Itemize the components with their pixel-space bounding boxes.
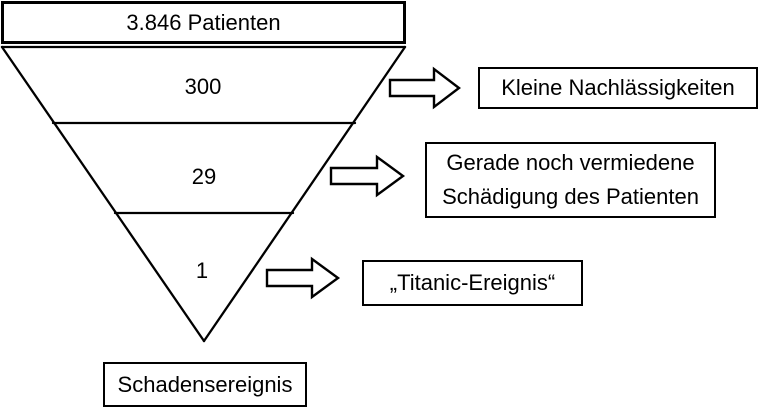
callout-vermiedene-schaedigung: Gerade noch vermiedene Schädigung des Pa… — [425, 142, 716, 218]
top-count-box: 3.846 Patienten — [1, 1, 406, 44]
inverted-pyramid-outline — [0, 45, 407, 343]
arrow-right-icon-level3 — [265, 256, 341, 300]
arrow-right-icon-level1 — [388, 66, 461, 110]
callout-line-1: Gerade noch vermiedene — [446, 150, 695, 175]
arrow-right-icon-level2 — [329, 154, 406, 198]
pyramid-left-edge — [0, 45, 206, 343]
bottom-event-box: Schadensereignis — [103, 362, 307, 407]
callout-line-2: Schädigung des Patienten — [442, 184, 699, 209]
level-value-29: 29 — [191, 164, 217, 189]
callout-titanic-ereignis: „Titanic-Ereignis“ — [362, 260, 583, 306]
arrows-group — [265, 66, 461, 300]
pyramid-right-edge — [202, 45, 407, 343]
callout-kleine-nachlaessigkeiten: Kleine Nachlässigkeiten — [478, 67, 758, 109]
level-value-1: 1 — [195, 258, 209, 283]
level-value-300: 300 — [184, 74, 222, 99]
